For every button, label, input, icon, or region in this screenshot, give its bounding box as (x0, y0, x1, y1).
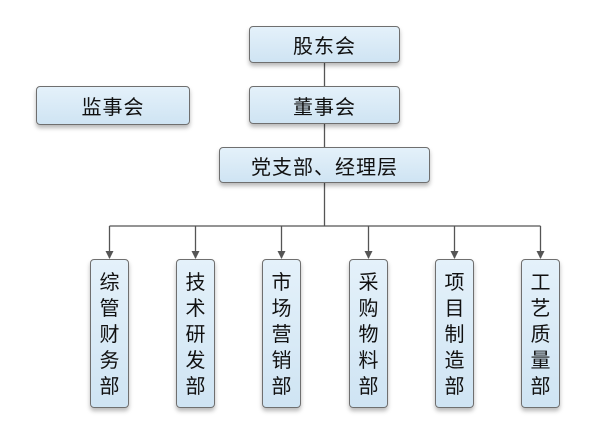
dept-procurement-label: 采购物料部 (358, 269, 379, 398)
node-board: 董事会 (249, 86, 400, 124)
dept-manufacturing-label: 项目制造部 (444, 269, 465, 398)
dept-finance-label: 综管财务部 (99, 269, 120, 398)
node-management-label: 党支部、经理层 (251, 154, 398, 179)
node-supervisors: 监事会 (36, 86, 190, 125)
node-shareholders: 股东会 (249, 26, 400, 63)
dept-rnd: 技术研发部 (176, 259, 215, 408)
dept-manufacturing: 项目制造部 (435, 259, 474, 408)
dept-quality: 工艺质量部 (521, 259, 560, 408)
node-board-label: 董事会 (293, 94, 356, 119)
node-shareholders-label: 股东会 (293, 34, 356, 58)
node-management: 党支部、经理层 (219, 147, 430, 183)
dept-finance: 综管财务部 (90, 259, 129, 408)
dept-rnd-label: 技术研发部 (185, 269, 206, 398)
node-supervisors-label: 监事会 (81, 95, 145, 119)
dept-procurement: 采购物料部 (349, 259, 388, 408)
dept-quality-label: 工艺质量部 (530, 269, 551, 398)
dept-marketing-label: 市场营销部 (271, 269, 292, 398)
dept-marketing: 市场营销部 (262, 259, 301, 408)
